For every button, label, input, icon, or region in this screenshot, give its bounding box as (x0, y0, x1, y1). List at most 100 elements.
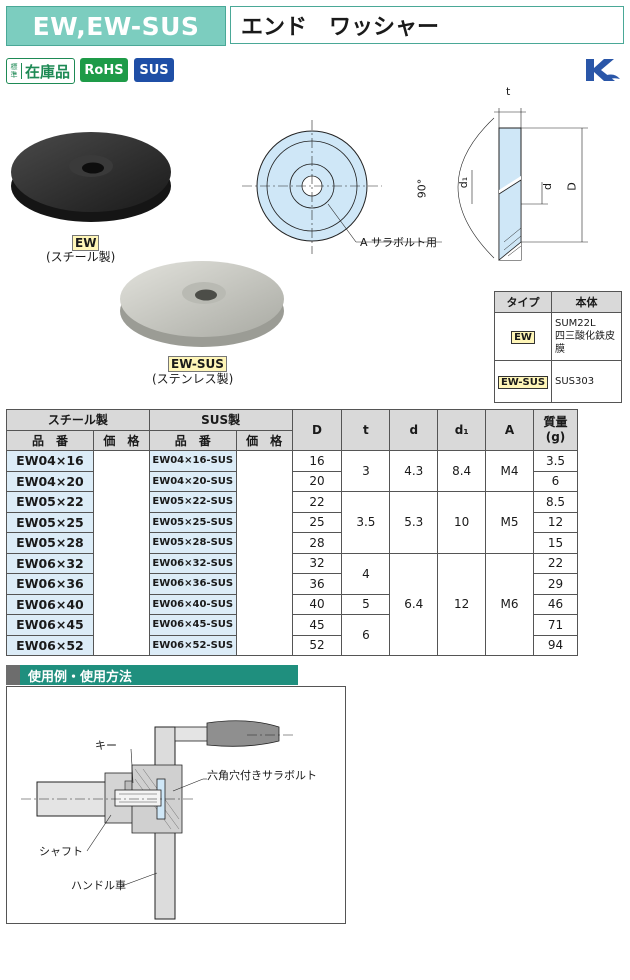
usage-label-handwheel: ハンドル車 (71, 879, 126, 892)
table-row: EW05×28 EW05×28-SUS 28 15 (6, 532, 578, 554)
sus-code-label: EW-SUS (168, 353, 227, 372)
value-d1: 8.4 (437, 450, 487, 492)
value-D: 40 (291, 593, 343, 615)
steel-code-label: EW (72, 232, 100, 251)
header-mass: 質量 (543, 415, 568, 429)
value-mass: 71 (533, 614, 578, 636)
dim-t-label: t (506, 85, 511, 98)
value-D: 25 (291, 511, 343, 533)
header-mass-unit: (g) (545, 430, 566, 444)
sus-badge: SUS (134, 58, 174, 82)
value-A: M5 (485, 491, 534, 554)
usage-header-marker (6, 665, 20, 685)
stock-badge-label: 在庫品 (25, 62, 71, 81)
value-mass: 15 (533, 532, 578, 554)
value-d1: 12 (437, 552, 487, 656)
usage-label-key: キー (95, 739, 117, 752)
value-mass: 3.5 (533, 450, 578, 472)
value-D: 36 (291, 573, 343, 595)
sus-part-number: EW05×25-SUS (148, 511, 237, 533)
sus-part-number: EW05×22-SUS (148, 491, 237, 513)
steel-part-number: EW06×36 (6, 573, 94, 595)
usage-drawing (21, 720, 295, 920)
steel-part-number: EW06×52 (6, 634, 94, 656)
rohs-badge: RoHS (80, 58, 128, 82)
subheader-sus-price: 価 格 (235, 429, 293, 451)
header-D: D (291, 409, 343, 451)
header-t: t (341, 409, 391, 451)
value-D: 52 (291, 634, 343, 656)
value-D: 22 (291, 491, 343, 513)
sus-washer-photo (120, 261, 284, 347)
value-mass: 94 (533, 634, 578, 656)
value-t: 6 (341, 614, 391, 656)
value-mass: 6 (533, 470, 578, 492)
header-steel: スチール製 (6, 409, 150, 431)
material-header-type: タイプ (494, 291, 552, 313)
value-d1: 10 (437, 491, 487, 554)
value-D: 32 (291, 552, 343, 574)
steel-part-number: EW05×22 (6, 491, 94, 513)
product-name-title: エンド ワッシャー (230, 6, 624, 44)
stock-badge-small: 標準 (7, 63, 22, 79)
subheader-sus-part: 品 番 (148, 429, 237, 451)
material-ew-line1: SUM22L (555, 318, 596, 329)
value-mass: 8.5 (533, 491, 578, 513)
steel-part-number: EW05×28 (6, 532, 94, 554)
steel-caption: (スチール製) (46, 250, 116, 264)
steel-part-number: EW06×40 (6, 593, 94, 615)
spec-table: スチール製 SUS製 D t d d₁ A 質量 (g) 品 番 価 格 品 番… (6, 409, 578, 656)
dim-d1-label: d₁ (457, 176, 471, 189)
value-D: 20 (291, 470, 343, 492)
subheader-steel-price: 価 格 (92, 429, 150, 451)
sus-part-number: EW06×45-SUS (148, 614, 237, 636)
value-mass: 29 (533, 573, 578, 595)
steel-washer-photo (11, 132, 171, 222)
steel-part-number: EW04×16 (6, 450, 94, 472)
sus-caption: (ステンレス製) (152, 372, 234, 386)
material-header-body: 本体 (551, 291, 622, 313)
value-D: 16 (291, 450, 343, 472)
sus-part-number: EW06×32-SUS (148, 552, 237, 574)
sus-part-number: EW06×36-SUS (148, 573, 237, 595)
table-row: EW06×36 EW06×36-SUS 36 29 (6, 573, 578, 595)
bolt-note: A サラボルト用 (360, 236, 438, 249)
product-model-title: EW,EW-SUS (6, 6, 226, 46)
dim-angle-label: 90° (415, 178, 429, 199)
material-type-ew: EW (511, 330, 535, 344)
sus-price-cell (235, 450, 293, 656)
stock-badge: 標準 在庫品 (6, 58, 76, 84)
table-row: EW05×25 EW05×25-SUS 25 12 (6, 511, 578, 533)
brand-logo-icon (586, 59, 620, 81)
steel-price-cell (92, 450, 150, 656)
usage-diagram: キー 六角穴付きサラボルト シャフト ハンドル車 (6, 686, 346, 924)
dim-D-label: D (565, 182, 579, 191)
value-t: 3 (341, 450, 391, 492)
value-t: 5 (341, 593, 391, 615)
material-table: タイプ 本体 EW SUM22L 四三酸化鉄皮膜 EW-SUS SUS303 (494, 291, 622, 403)
sus-part-number: EW04×20-SUS (148, 470, 237, 492)
table-row: EW04×20 EW04×20-SUS 20 6 (6, 470, 578, 492)
value-d: 4.3 (389, 450, 439, 492)
material-ew-sus: SUS303 (551, 360, 622, 403)
dim-d-label: d (540, 183, 554, 190)
value-mass: 22 (533, 552, 578, 574)
value-t: 3.5 (341, 491, 391, 554)
table-row: EW06×52 EW06×52-SUS 52 94 (6, 634, 578, 656)
table-row: EW04×16 EW04×16-SUS 16 3 4.3 8.4 M4 3.5 (6, 450, 578, 656)
sus-part-number: EW05×28-SUS (148, 532, 237, 554)
sus-part-number: EW06×52-SUS (148, 634, 237, 656)
value-d: 5.3 (389, 491, 439, 554)
usage-title: 使用例・使用方法 (28, 669, 133, 685)
steel-part-number: EW04×20 (6, 470, 94, 492)
steel-part-number: EW06×32 (6, 552, 94, 574)
usage-label-bolt: 六角穴付きサラボルト (207, 769, 317, 782)
value-A: M6 (485, 552, 534, 656)
value-mass: 46 (533, 593, 578, 615)
header-sus: SUS製 (148, 409, 293, 431)
steel-part-number: EW05×25 (6, 511, 94, 533)
table-row: EW06×32 EW06×32-SUS 32 4 6.4 12 M6 22 (6, 552, 578, 656)
header-d1: d₁ (437, 409, 487, 451)
header-d: d (389, 409, 439, 451)
usage-section-header: 使用例・使用方法 (6, 665, 298, 685)
